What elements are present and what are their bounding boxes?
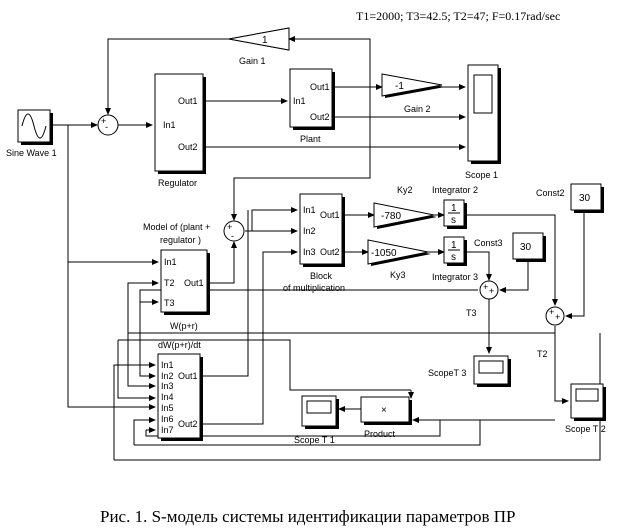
svg-text:-: - bbox=[105, 122, 108, 132]
svg-text:+: + bbox=[101, 116, 106, 126]
plant-block[interactable]: In1 Out1 Out2 Plant bbox=[289, 68, 335, 144]
const2-label: Const2 bbox=[536, 188, 565, 198]
params-header: T1=2000; T3=42.5; T2=47; F=0.17rad/sec bbox=[356, 9, 560, 23]
regulator-out2: Out2 bbox=[178, 142, 198, 152]
ky2-gain-block[interactable]: Ky2 -780 bbox=[373, 185, 437, 229]
derivative-block[interactable]: W(p+r) dW(p+r)/dt In1 In2 In3 In4 In5 In… bbox=[157, 321, 203, 441]
const3-label: Const3 bbox=[474, 238, 503, 248]
product-block[interactable]: × Product bbox=[360, 396, 412, 439]
gain-2-block[interactable]: -1 Gain 2 bbox=[381, 73, 445, 114]
t3-label: T3 bbox=[466, 308, 477, 318]
model-in1: In1 bbox=[164, 257, 177, 267]
mult-in2: In2 bbox=[303, 226, 316, 236]
sine-wave-block[interactable]: Sine Wave 1 bbox=[6, 109, 57, 158]
model-out1: Out1 bbox=[184, 278, 204, 288]
sum-t2-block[interactable]: + + T2 bbox=[537, 306, 565, 359]
deriv-out2: Out2 bbox=[178, 419, 198, 429]
ky3-label: Ky3 bbox=[390, 270, 406, 280]
t2-label: T2 bbox=[537, 349, 548, 359]
model-block[interactable]: Model of (plant + regulator ) In1 T2 T3 … bbox=[143, 222, 210, 315]
ky3-gain-block[interactable]: -1050 Ky3 bbox=[367, 239, 431, 280]
model-label-2: regulator ) bbox=[160, 235, 201, 245]
model-in2: T2 bbox=[164, 278, 175, 288]
regulator-in1: In1 bbox=[163, 120, 176, 130]
deriv-in5: In5 bbox=[161, 403, 174, 413]
product-symbol: × bbox=[381, 405, 387, 416]
svg-text:+: + bbox=[549, 307, 554, 317]
mult-out2: Out2 bbox=[320, 247, 340, 257]
integrator-2-den: s bbox=[451, 215, 456, 226]
ky2-value: -780 bbox=[381, 211, 401, 222]
svg-text:+: + bbox=[483, 282, 488, 292]
integrator-3-den: s bbox=[451, 252, 456, 263]
mult-label-1: Block bbox=[310, 271, 333, 281]
ky2-label: Ky2 bbox=[397, 185, 413, 195]
scope-t2-label: Scope T 2 bbox=[565, 424, 606, 434]
mult-label-2: of multiplication bbox=[283, 283, 345, 293]
ky3-value: -1050 bbox=[371, 248, 397, 259]
scope-t1-block[interactable]: Scope T 1 bbox=[294, 395, 339, 445]
deriv-out1: Out1 bbox=[178, 371, 198, 381]
sum-block-1[interactable]: + - bbox=[97, 114, 119, 136]
product-label: Product bbox=[364, 429, 396, 439]
mult-in1: In1 bbox=[303, 205, 316, 215]
regulator-label: Regulator bbox=[158, 178, 197, 188]
deriv-label-w: W(p+r) bbox=[170, 321, 198, 331]
gain-1-block[interactable]: 1 Gain 1 bbox=[228, 27, 290, 66]
plant-out1: Out1 bbox=[310, 82, 330, 92]
svg-text:-: - bbox=[231, 231, 234, 241]
integrator-3-block[interactable]: 1 s Integrator 3 bbox=[432, 236, 478, 282]
plant-in1: In1 bbox=[293, 96, 306, 106]
mult-out1: Out1 bbox=[320, 210, 340, 220]
gain-2-label: Gain 2 bbox=[404, 104, 431, 114]
plant-label: Plant bbox=[300, 134, 321, 144]
integrator-3-label: Integrator 3 bbox=[432, 272, 478, 282]
const2-block[interactable]: Const2 30 bbox=[536, 183, 604, 213]
svg-text:+: + bbox=[227, 222, 232, 232]
model-label-1: Model of (plant + bbox=[143, 222, 210, 232]
const3-block[interactable]: Const3 30 bbox=[474, 232, 546, 262]
deriv-in4: In4 bbox=[161, 392, 174, 402]
signal-lines bbox=[52, 36, 601, 461]
mult-in3: In3 bbox=[303, 247, 316, 257]
deriv-label-dw: dW(p+r)/dt bbox=[158, 340, 201, 350]
const2-value: 30 bbox=[579, 193, 591, 204]
const3-value: 30 bbox=[520, 242, 532, 253]
gain-1-value: 1 bbox=[262, 35, 268, 46]
gain-2-value: -1 bbox=[395, 81, 404, 92]
deriv-in2: In2 bbox=[161, 371, 174, 381]
deriv-in3: In3 bbox=[161, 381, 174, 391]
regulator-out1: Out1 bbox=[178, 96, 198, 106]
scope-t1-label: Scope T 1 bbox=[294, 435, 335, 445]
sine-wave-label: Sine Wave 1 bbox=[6, 148, 57, 158]
integrator-2-block[interactable]: Integrator 2 1 s bbox=[432, 185, 478, 229]
regulator-block[interactable]: In1 Out1 Out2 Regulator bbox=[154, 73, 206, 188]
svg-text:+: + bbox=[555, 312, 560, 322]
sum-block-2[interactable]: + - bbox=[223, 220, 245, 242]
integrator-3-num: 1 bbox=[451, 240, 457, 251]
model-in3: T3 bbox=[164, 298, 175, 308]
plant-out2: Out2 bbox=[310, 112, 330, 122]
scope-t2-block[interactable]: Scope T 2 bbox=[565, 383, 606, 434]
multiplication-block[interactable]: In1 In2 In3 Out1 Out2 Block of multiplic… bbox=[283, 193, 345, 293]
integrator-2-num: 1 bbox=[451, 203, 457, 214]
deriv-in6: In6 bbox=[161, 414, 174, 424]
gain-1-label: Gain 1 bbox=[239, 56, 266, 66]
scope-t3-label: ScopeT 3 bbox=[428, 368, 466, 378]
scope-1-block[interactable]: Scope 1 bbox=[465, 64, 501, 180]
svg-text:+: + bbox=[489, 286, 494, 296]
sum-t3-block[interactable]: + + T3 bbox=[466, 280, 499, 318]
integrator-2-label: Integrator 2 bbox=[432, 185, 478, 195]
figure-caption: Рис. 1. S-модель системы идентификации п… bbox=[100, 507, 516, 526]
scope-1-label: Scope 1 bbox=[465, 170, 498, 180]
scope-t3-block[interactable]: ScopeT 3 bbox=[428, 355, 511, 387]
deriv-in7: In7 bbox=[161, 425, 174, 435]
deriv-in1: In1 bbox=[161, 360, 174, 370]
